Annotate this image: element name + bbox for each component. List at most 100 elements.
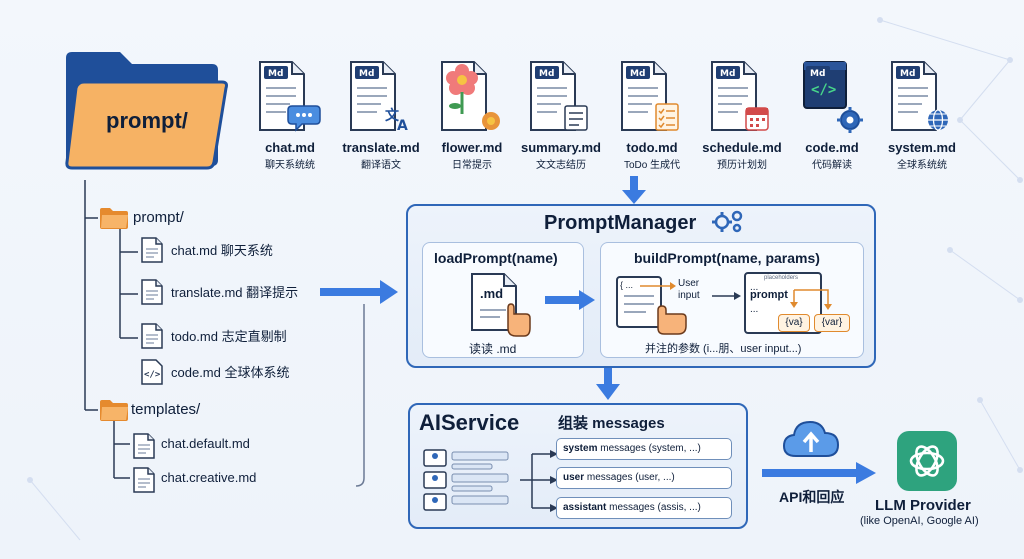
- tree-prompt-folder: prompt/: [133, 209, 184, 226]
- tree-file-icon: [132, 466, 156, 499]
- load-caption: 读读 .md: [469, 342, 517, 356]
- cloud-upload-icon: [782, 420, 840, 457]
- message-text: messages (user, ...): [586, 472, 675, 483]
- file-sub: 全球系统统: [897, 160, 947, 171]
- folder-icon: [65, 52, 228, 170]
- message-role: user: [563, 472, 585, 483]
- svg-text:</>: </>: [811, 82, 836, 98]
- message-system: system messages (system, ...): [556, 438, 732, 460]
- flower-icon: [441, 61, 500, 131]
- message-text: messages (assis, ...): [609, 502, 701, 513]
- tree-lines: [84, 180, 138, 479]
- file-name: translate.md: [342, 140, 420, 155]
- llm-logo-icon: [897, 431, 957, 491]
- tree-file-label: chat.md 聊天系统: [171, 243, 273, 258]
- tree-file-label: todo.md 志定直剔制: [171, 329, 287, 344]
- file-name: code.md: [805, 140, 859, 155]
- template-dots: { ...: [620, 280, 634, 290]
- prompt-folder: prompt/: [62, 48, 230, 172]
- code-gear-icon: </> Md: [803, 61, 863, 133]
- file-sub: 代码解读: [812, 160, 852, 171]
- translate-icon: Md 文A: [350, 61, 408, 134]
- message-stack-icon: [423, 449, 558, 512]
- chat-bubble-icon: Md: [259, 61, 321, 132]
- svg-text:Md: Md: [900, 69, 915, 79]
- tree-file-label: translate.md 翻译提示: [171, 285, 299, 300]
- tree-file-label: code.md 全球体系统: [171, 365, 290, 380]
- ai-service-title: AIService: [419, 410, 520, 435]
- file-sub: 翻译语文: [361, 160, 401, 171]
- file-name: summary.md: [521, 140, 601, 155]
- placeholder-var: {var}: [814, 314, 850, 332]
- file-sub: 日常提示: [452, 160, 492, 171]
- code-file-icon: </>: [140, 358, 164, 391]
- file-name: chat.md: [265, 140, 315, 155]
- api-arrow-icon: [762, 462, 876, 484]
- tree-template-label: chat.creative.md: [161, 470, 257, 485]
- llm-title: LLM Provider: [875, 497, 971, 514]
- file-chat: Md chat.md 聊天系统统: [240, 58, 340, 171]
- message-role: system: [563, 443, 598, 454]
- notepad-icon: Md: [530, 61, 588, 131]
- tree-to-manager-connector: [320, 280, 398, 487]
- tree-templates-folder: templates/: [131, 401, 201, 418]
- tree-file-icon: [140, 322, 164, 355]
- arrow-down-icon: [622, 176, 646, 204]
- file-sub: ToDo 生成代: [623, 160, 681, 171]
- file-summary: Md summary.md 文文志结历: [511, 58, 611, 171]
- svg-text:Md: Md: [630, 69, 645, 79]
- gears-icon: [712, 210, 743, 233]
- file-flower: flower.md 日常提示: [422, 58, 522, 171]
- prompt-manager-title: PromptManager: [544, 212, 697, 234]
- svg-text:文: 文: [385, 107, 400, 124]
- assemble-label: 组装 messages: [558, 415, 665, 432]
- file-name: todo.md: [626, 140, 678, 155]
- llm-sub: (like OpenAI, Google AI): [860, 515, 979, 527]
- tree-file-icon: [140, 278, 164, 311]
- svg-text:</>: </>: [144, 370, 161, 380]
- svg-text:Md: Md: [359, 69, 374, 79]
- globe-icon: Md: [891, 61, 948, 131]
- tree-file-icon: [132, 432, 156, 465]
- prompt-dots-2: ...: [750, 304, 759, 315]
- folder-label: prompt/: [106, 108, 188, 133]
- file-system: Md system.md 全球系统统: [872, 58, 972, 171]
- placeholder-arrows: [790, 289, 832, 310]
- file-name: flower.md: [441, 140, 503, 155]
- message-role: assistant: [563, 502, 607, 513]
- file-sub: 聊天系统统: [265, 160, 315, 171]
- tree-file-icon: [140, 236, 164, 269]
- prompt-word: prompt: [750, 289, 788, 301]
- svg-text:Md: Md: [720, 69, 735, 79]
- svg-text:Md: Md: [539, 69, 554, 79]
- file-name: system.md: [888, 140, 956, 155]
- build-caption: 并注的参数 (i...朋、user input...): [645, 343, 802, 355]
- arrow-right-icon: [545, 290, 595, 310]
- placeholders-label: placeholders: [764, 275, 799, 281]
- placeholder-va: {va}: [778, 314, 810, 332]
- message-assistant: assistant messages (assis, ...): [556, 497, 732, 519]
- message-user: user messages (user, ...): [556, 467, 732, 489]
- file-code: </> Md code.md 代码解读: [782, 58, 882, 171]
- prompt-dots-1: ...: [750, 282, 759, 293]
- file-sub: 预历计划划: [717, 160, 767, 171]
- calendar-icon: Md: [711, 61, 769, 131]
- user-input-label: User input: [678, 278, 700, 301]
- arrow-down-icon: [596, 368, 620, 400]
- tree-folder-icon: [100, 400, 128, 421]
- build-prompt-title: buildPrompt(name, params): [634, 250, 820, 266]
- tree-folder-icon: [100, 208, 128, 229]
- api-label: API和回应: [779, 489, 845, 505]
- svg-text:Md: Md: [810, 69, 825, 79]
- message-text: messages (system, ...): [600, 443, 701, 454]
- tree-template-label: chat.default.md: [161, 436, 250, 451]
- template-doc-icon: [616, 276, 687, 335]
- load-file-label: .md: [480, 286, 504, 301]
- svg-text:A: A: [397, 118, 408, 134]
- checklist-icon: Md: [621, 61, 679, 131]
- load-prompt-title: loadPrompt(name): [434, 250, 558, 266]
- file-sub: 文文志结历: [536, 160, 586, 171]
